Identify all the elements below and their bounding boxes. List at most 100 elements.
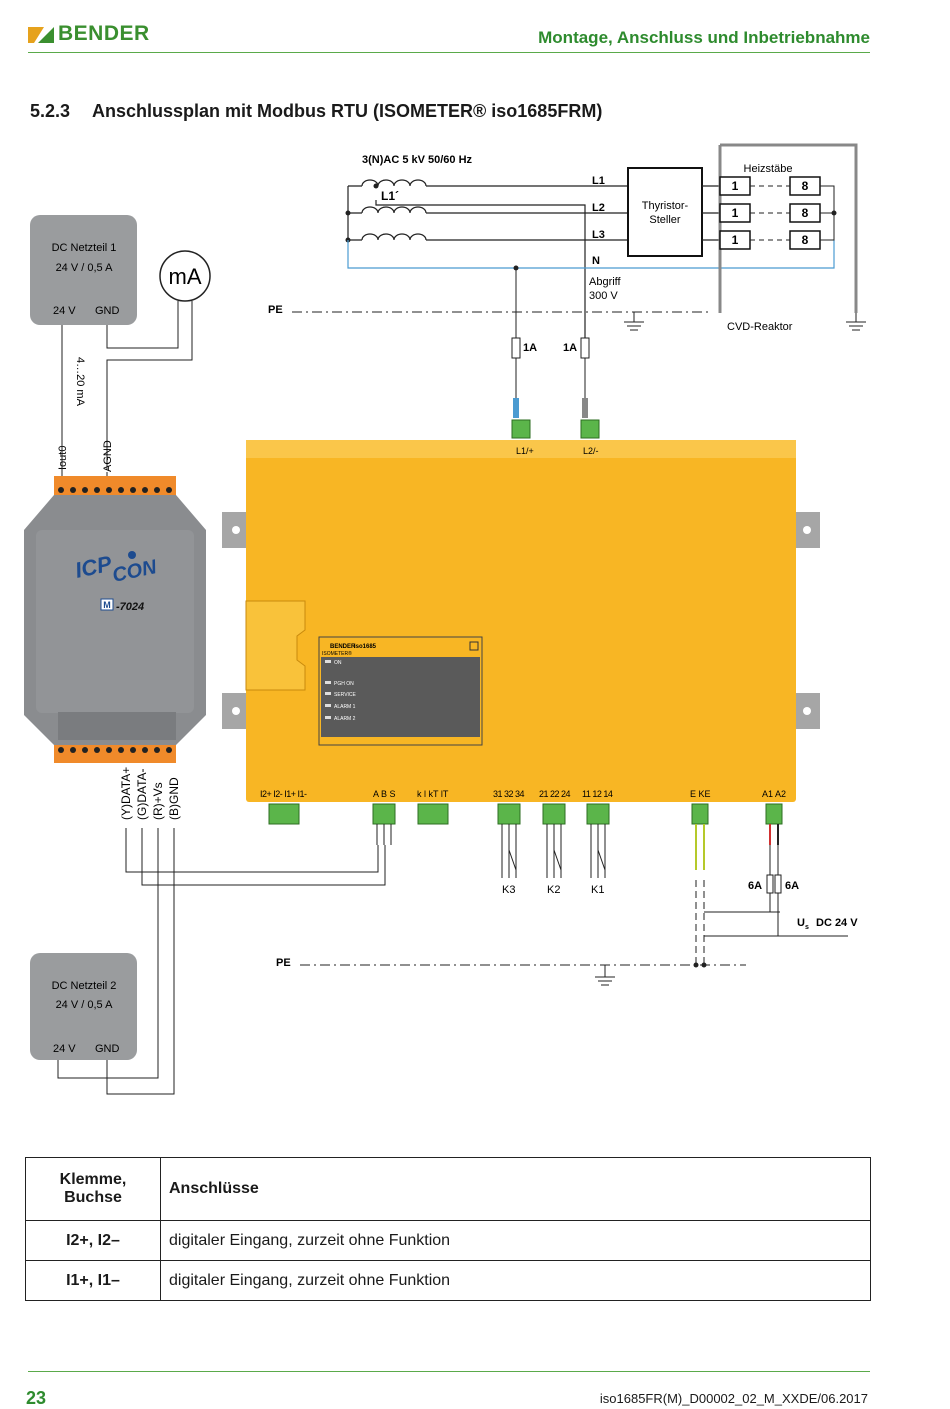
rs485-label-data-plus: (Y)DATA+ [119,767,133,820]
psu1-pin-24v: 24 V [53,305,76,317]
table-header-row: Klemme,Buchse Anschlüsse [25,1157,871,1221]
relay-k3: K3 [502,884,515,896]
terminal-21-label: 21 22 24 [539,789,571,799]
fuse-6a-left-label: 6A [748,880,762,892]
phase-l3: L3 [592,229,605,241]
fuse-6a-left [766,874,774,894]
phase-n: N [592,255,600,267]
isometer-device [222,440,820,802]
heater-3-right: 8 [802,233,809,247]
icpcon-bottom-pins [58,747,172,753]
tap-label-1: Abgriff [589,276,622,288]
icpcon-badge-text: M [103,600,111,610]
table-header-terminal: Klemme,Buchse [25,1157,161,1221]
terminal-k-label: k l kT lT [417,789,449,799]
fuse-1a-right [580,337,590,359]
agnd-label: AGND [102,440,114,472]
terminal-table: Klemme,Buchse Anschlüsse I2+, I2– digita… [25,1157,871,1301]
header-rule [28,52,870,53]
psu1-pin-gnd: GND [95,305,120,317]
psu2-pin-gnd: GND [95,1043,120,1055]
table-cell-terminal: I1+, I1– [25,1260,161,1301]
icpcon-top-pins [58,487,172,493]
document-id: iso1685FR(M)_D00002_02_M_XXDE/06.2017 [599,1391,868,1406]
page-number: 23 [26,1388,47,1408]
supply-coils [347,179,628,345]
thyristor-label-1: Thyristor- [642,200,689,212]
section-title: Montage, Anschluss und Inbetriebnahme [538,28,870,47]
terminal-i-label: I2+ I2- I1+ I1- [260,789,307,799]
terminal-l2-label: L2/- [583,446,599,456]
terminal-l2 [580,419,600,439]
rs485-label-gnd: (B)GND [167,777,181,820]
table-row: I2+, I2– digitaler Eingang, zurzeit ohne… [25,1220,871,1261]
heater-rows [719,176,837,250]
ground-icon-bottom [595,965,615,986]
phase-l2: L2 [592,202,605,214]
heater-2-right: 8 [802,206,809,220]
rs485-label-data-minus: (G)DATA- [135,768,149,820]
terminal-l1-label: L1/+ [516,446,534,456]
panel-logo-icon [469,641,479,651]
iout-label: Iout0 [57,446,69,470]
pe-label-top: PE [268,304,283,316]
current-range: 4…20 mA [74,357,86,407]
bender-logo-icon [28,27,54,43]
chapter-title: Anschlussplan mit Modbus RTU (ISOMETER® … [92,101,603,121]
relay-k2: K2 [547,884,560,896]
led-on: ON [334,660,342,666]
reactor-frame [718,143,858,313]
psu2-pin-24v: 24 V [53,1043,76,1055]
icpcon-logo-dot-icon [128,551,136,559]
table-row: I1+, I1– digitaler Eingang, zurzeit ohne… [25,1260,871,1301]
chapter-heading: 5.2.3 Anschlussplan mit Modbus RTU (ISOME… [30,101,602,122]
chapter-number: 5.2.3 [30,101,71,121]
heater-1-right: 8 [802,179,809,193]
ma-meter-label: mA [169,264,202,289]
us-value: DC 24 V [816,917,858,929]
supply-label: 3(N)AC 5 kV 50/60 Hz [362,154,473,166]
psu2-title: DC Netzteil 2 [52,980,117,992]
thyristor-box [627,167,703,257]
ma-meter-icon [159,250,211,302]
heater-title: Heizstäbe [744,163,793,175]
led-alarm-2: ALARM 2 [334,716,356,722]
table-cell-desc: digitaler Eingang, zurzeit ohne Funktion [160,1260,871,1301]
led-alarm-1: ALARM 1 [334,704,356,710]
rs485-label-vs: (R)+Vs [151,782,165,820]
relay-k1: K1 [591,884,604,896]
icpcon-model: -7024 [116,601,144,613]
led-service: SERVICE [334,692,357,698]
thyristor-label-2: Steller [649,214,681,226]
panel-model: iso1685 [354,644,377,650]
psu1-box [30,215,137,325]
fuse-6a-right-label: 6A [785,880,799,892]
relay-wiring [376,824,606,878]
psu2-box [30,953,137,1060]
pe-label-bottom: PE [276,957,291,969]
fuse-1a-left-label: 1A [523,342,537,354]
ground-icon [624,312,866,331]
terminal-e-label: E KE [690,789,711,799]
brand-logo-text: BENDER [58,22,150,45]
icpcon-badge [100,598,114,611]
psu2-rating: 24 V / 0,5 A [56,999,114,1011]
psu1-title: DC Netzteil 1 [52,242,117,254]
us-symbol: Us [797,917,809,931]
panel-leds [325,660,331,719]
panel-brand-sub: ISOMETER® [322,650,352,657]
heater-3-left: 1 [732,233,739,247]
fuse-1a-left [511,337,521,359]
psu1-rating: 24 V / 0,5 A [56,262,114,274]
wiring-diagram: 3(N)AC 5 kV 50/60 Hz L1´ L1 L2 L3 N Thyr… [24,143,866,1095]
terminal-abs-label: A B S [373,789,396,799]
terminal-31-label: 31 32 34 [493,789,525,799]
neutral-line [347,240,835,269]
reactor-label: CVD-Reaktor [727,321,793,333]
footer-rule [28,1371,870,1372]
table-cell-terminal: I2+, I2– [25,1220,161,1261]
tap-label-2: 300 V [589,290,618,302]
fuse-6a-right [774,874,782,894]
icpcon-module [24,476,206,763]
table-cell-desc: digitaler Eingang, zurzeit ohne Funktion [160,1220,871,1261]
